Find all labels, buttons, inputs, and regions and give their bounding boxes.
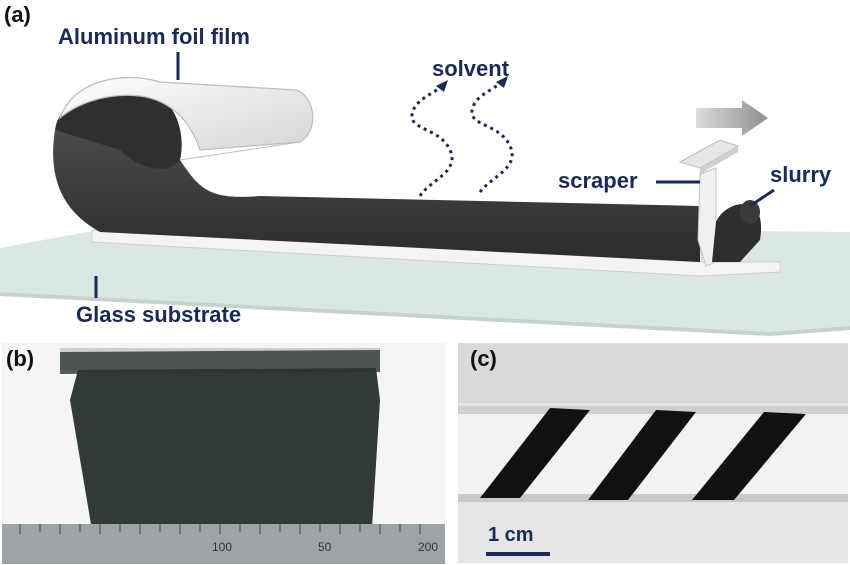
solvent-arrows — [410, 80, 514, 197]
coated-foil — [70, 368, 380, 530]
slurry-leader — [749, 188, 775, 208]
scale-bar-label: 1 cm — [488, 524, 534, 546]
solvent-label: solvent — [432, 56, 510, 81]
scale-bar — [486, 552, 550, 556]
panel-b-letter: (b) — [6, 346, 35, 371]
slurry-bead — [712, 200, 762, 262]
ruler-number-200: 200 — [418, 540, 439, 554]
ruler-number-100: 100 — [212, 540, 233, 554]
ruler-number-50: 50 — [318, 540, 332, 554]
coating-strip — [53, 130, 701, 262]
glass-label: Glass substrate — [76, 302, 242, 327]
panel-c-letter: (c) — [470, 346, 497, 371]
ruler-ticks — [19, 524, 421, 534]
panel-a-diagram — [0, 52, 850, 336]
solvent-arrowhead-2 — [496, 76, 508, 88]
solvent-arrowhead-1 — [436, 80, 448, 92]
scraper-label: scraper — [558, 168, 638, 193]
foil-roll-inner — [55, 87, 182, 169]
spiral-stripe-1 — [480, 408, 590, 498]
panel-a-letter: (a) — [4, 2, 31, 27]
spiral-stripe-3 — [692, 412, 806, 500]
slurry-label: slurry — [770, 162, 832, 187]
foil-label: Aluminum foil film — [58, 24, 250, 49]
rod — [458, 406, 848, 502]
foil-roll-outer — [58, 76, 314, 151]
spiral-stripe-2 — [588, 410, 696, 500]
scraper — [678, 139, 740, 267]
direction-arrow — [696, 100, 768, 136]
